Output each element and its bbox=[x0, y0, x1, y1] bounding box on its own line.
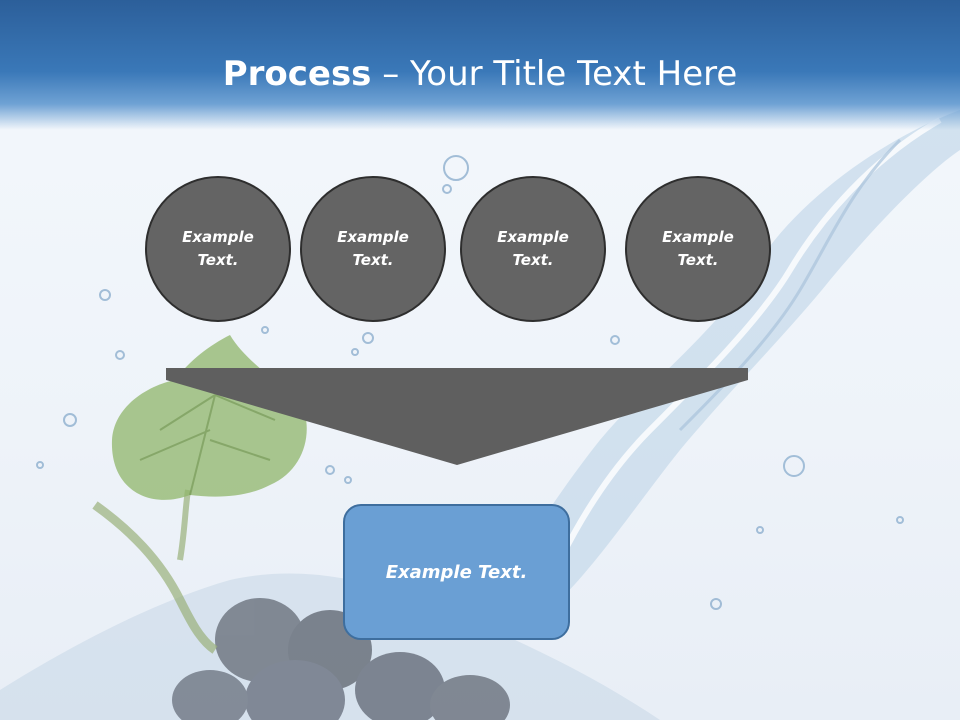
grapes-image bbox=[172, 598, 510, 720]
result-box[interactable]: Example Text. bbox=[343, 504, 570, 640]
water-droplets bbox=[36, 155, 904, 610]
title-bold: Process bbox=[222, 54, 372, 94]
process-step-circle-3[interactable]: Example Text. bbox=[460, 176, 606, 322]
slide-title: Process – Your Title Text Here bbox=[0, 52, 960, 96]
process-step-text-4: Example Text. bbox=[662, 228, 734, 269]
process-step-circle-4[interactable]: Example Text. bbox=[625, 176, 771, 322]
process-step-text-1: Example Text. bbox=[182, 228, 254, 269]
header-bar bbox=[0, 0, 960, 130]
funnel-arrow-shape[interactable] bbox=[166, 368, 748, 466]
process-step-circle-2[interactable]: Example Text. bbox=[300, 176, 446, 322]
process-step-circle-1[interactable]: Example Text. bbox=[145, 176, 291, 322]
process-step-text-2: Example Text. bbox=[337, 228, 409, 269]
result-box-text: Example Text. bbox=[385, 561, 528, 583]
title-rest: – Your Title Text Here bbox=[371, 54, 738, 94]
process-step-text-3: Example Text. bbox=[497, 228, 569, 269]
